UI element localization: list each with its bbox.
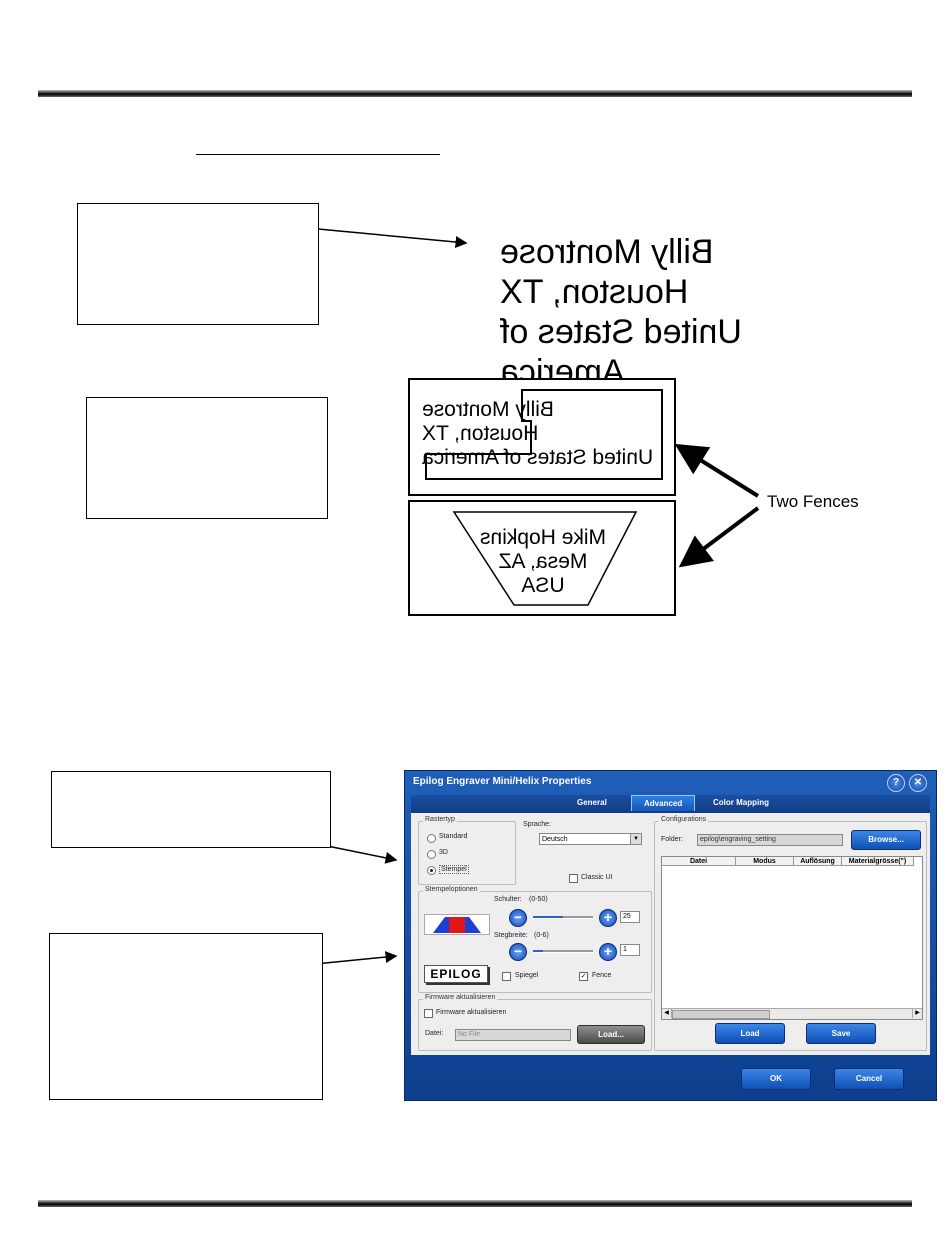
- fence-checkbox[interactable]: ✓: [579, 972, 588, 981]
- configurations-title: Configurations: [659, 816, 709, 823]
- stempeloptionen-title: Stempeloptionen: [423, 886, 480, 893]
- stamp-profile-graphic: [433, 917, 481, 933]
- radio-3d-label: 3D: [439, 849, 448, 856]
- classic-ui-label: Classic UI: [581, 874, 613, 881]
- firmware-load-button[interactable]: Load...: [577, 1025, 645, 1044]
- help-icon[interactable]: ?: [887, 774, 905, 792]
- firmware-title: Firmware aktualisieren: [423, 994, 498, 1001]
- folder-label: Folder:: [661, 836, 683, 843]
- classic-ui-checkbox[interactable]: [569, 874, 578, 883]
- epilog-logo: EPILOG: [424, 965, 488, 983]
- schulter-slider[interactable]: [533, 916, 593, 919]
- scroll-right-icon[interactable]: ▶: [912, 1009, 922, 1018]
- col-materialgroesse[interactable]: Materialgrösse("): [842, 857, 914, 866]
- fence1-line-2: Houston, TX: [422, 422, 539, 445]
- col-modus[interactable]: Modus: [736, 857, 794, 866]
- stegbreite-label: Stegbreite:: [494, 932, 528, 939]
- dialog-title: Epilog Engraver Mini/Helix Properties: [413, 776, 592, 787]
- epilog-properties-dialog: Epilog Engraver Mini/Helix Properties ? …: [404, 770, 937, 1101]
- tab-general[interactable]: General: [577, 798, 607, 807]
- callout-box-1: [77, 203, 319, 325]
- stempeloptionen-group: Stempeloptionen Schulter: (0-50) − + 25 …: [418, 886, 652, 993]
- radio-stempel[interactable]: [427, 866, 436, 875]
- radio-stempel-label: Stempel: [439, 865, 469, 874]
- arrow-fig1: [317, 228, 468, 248]
- fence-example-2: Mike Hopkins Mesa, AZ USA: [408, 500, 676, 616]
- close-icon[interactable]: ✕: [909, 774, 927, 792]
- datei-input[interactable]: No File: [455, 1029, 571, 1041]
- rastertyp-title: Rastertyp: [423, 816, 457, 823]
- fence-outline-2: [452, 511, 638, 606]
- advanced-panel: Rastertyp Standard 3D Stempel Sprache: D…: [411, 813, 930, 1055]
- mirrored-line-1: Billy Montrose: [500, 233, 714, 271]
- arrow-fence-2: [678, 506, 760, 568]
- col-datei[interactable]: Datei: [662, 857, 736, 866]
- tab-bar: General Advanced Color Mapping: [411, 795, 930, 813]
- fence-text-2: Mike Hopkins Mesa, AZ USA: [470, 526, 616, 598]
- sprache-value: Deutsch: [542, 836, 568, 843]
- ok-button[interactable]: OK: [741, 1068, 811, 1090]
- scrollbar-thumb[interactable]: [672, 1010, 770, 1019]
- footer-rule: [38, 1200, 912, 1207]
- configurations-table: Datei Modus Auflösung Materialgrösse(") …: [661, 856, 923, 1020]
- callout-box-2: [86, 397, 328, 519]
- tab-advanced[interactable]: Advanced: [631, 795, 696, 811]
- schulter-slider-fill: [533, 916, 563, 918]
- stegbreite-range: (0-6): [534, 932, 549, 939]
- stegbreite-plus-button[interactable]: +: [599, 943, 617, 961]
- sprache-label: Sprache:: [523, 821, 552, 828]
- browse-button[interactable]: Browse...: [851, 830, 921, 850]
- header-rule: [38, 90, 912, 97]
- config-save-button[interactable]: Save: [806, 1023, 876, 1044]
- radio-standard[interactable]: [427, 834, 436, 843]
- col-aufloesung[interactable]: Auflösung: [794, 857, 842, 866]
- fence1-line-1: Billy Montrose: [422, 398, 554, 421]
- callout-box-3: [51, 771, 331, 848]
- schulter-minus-button[interactable]: −: [509, 909, 527, 927]
- radio-standard-label: Standard: [439, 833, 468, 840]
- firmware-checkbox[interactable]: [424, 1009, 433, 1018]
- fence2-line-1: Mike Hopkins: [479, 526, 607, 549]
- firmware-group: Firmware aktualisieren Firmware aktualis…: [418, 994, 652, 1051]
- stegbreite-minus-button[interactable]: −: [509, 943, 527, 961]
- tab-color-mapping[interactable]: Color Mapping: [713, 798, 769, 807]
- fence-outline-1: [425, 389, 663, 480]
- fence-example-1: Billy Montrose Houston, TX United States…: [408, 378, 676, 496]
- fence1-line-3: United States of America: [422, 446, 654, 469]
- schulter-plus-button[interactable]: +: [599, 909, 617, 927]
- mirrored-address-text: Billy Montrose Houston, TX United States…: [500, 232, 810, 392]
- callout-box-4: [49, 933, 323, 1100]
- spiegel-label: Spiegel: [515, 972, 539, 979]
- schulter-label: Schulter:: [494, 896, 522, 903]
- two-fences-label: Two Fences: [767, 492, 859, 511]
- stegbreite-slider-fill: [533, 950, 544, 952]
- arrow-fence-1: [674, 443, 760, 498]
- datei-label: Datei:: [425, 1030, 444, 1037]
- scroll-left-icon[interactable]: ◀: [662, 1009, 672, 1018]
- sprache-select[interactable]: Deutsch ▼: [539, 833, 642, 845]
- chevron-down-icon: ▼: [630, 834, 641, 844]
- fence2-line-2: Mesa, AZ: [498, 550, 588, 573]
- fence-label: Fence: [592, 972, 612, 979]
- heading-underline: [196, 154, 440, 155]
- folder-input[interactable]: epilog\engraving_setting: [697, 834, 843, 846]
- spiegel-checkbox[interactable]: [502, 972, 511, 981]
- rastertyp-group: Rastertyp Standard 3D Stempel: [418, 816, 516, 885]
- stegbreite-input[interactable]: 1: [620, 944, 640, 956]
- mirrored-line-2: Houston, TX: [500, 273, 689, 311]
- config-load-button[interactable]: Load: [715, 1023, 785, 1044]
- fence-text-1: Billy Montrose Houston, TX United States…: [422, 398, 658, 470]
- cancel-button[interactable]: Cancel: [834, 1068, 904, 1090]
- horizontal-scrollbar[interactable]: ◀ ▶: [662, 1008, 922, 1019]
- radio-3d[interactable]: [427, 850, 436, 859]
- fence2-line-3: USA: [521, 574, 565, 597]
- stegbreite-slider[interactable]: [533, 950, 593, 953]
- schulter-input[interactable]: 25: [620, 911, 640, 923]
- stamp-profile-preview: [424, 914, 490, 935]
- configurations-group: Configurations Folder: epilog\engraving_…: [654, 816, 927, 1051]
- schulter-range: (0-50): [529, 896, 548, 903]
- firmware-checkbox-label: Firmware aktualisieren: [436, 1009, 507, 1016]
